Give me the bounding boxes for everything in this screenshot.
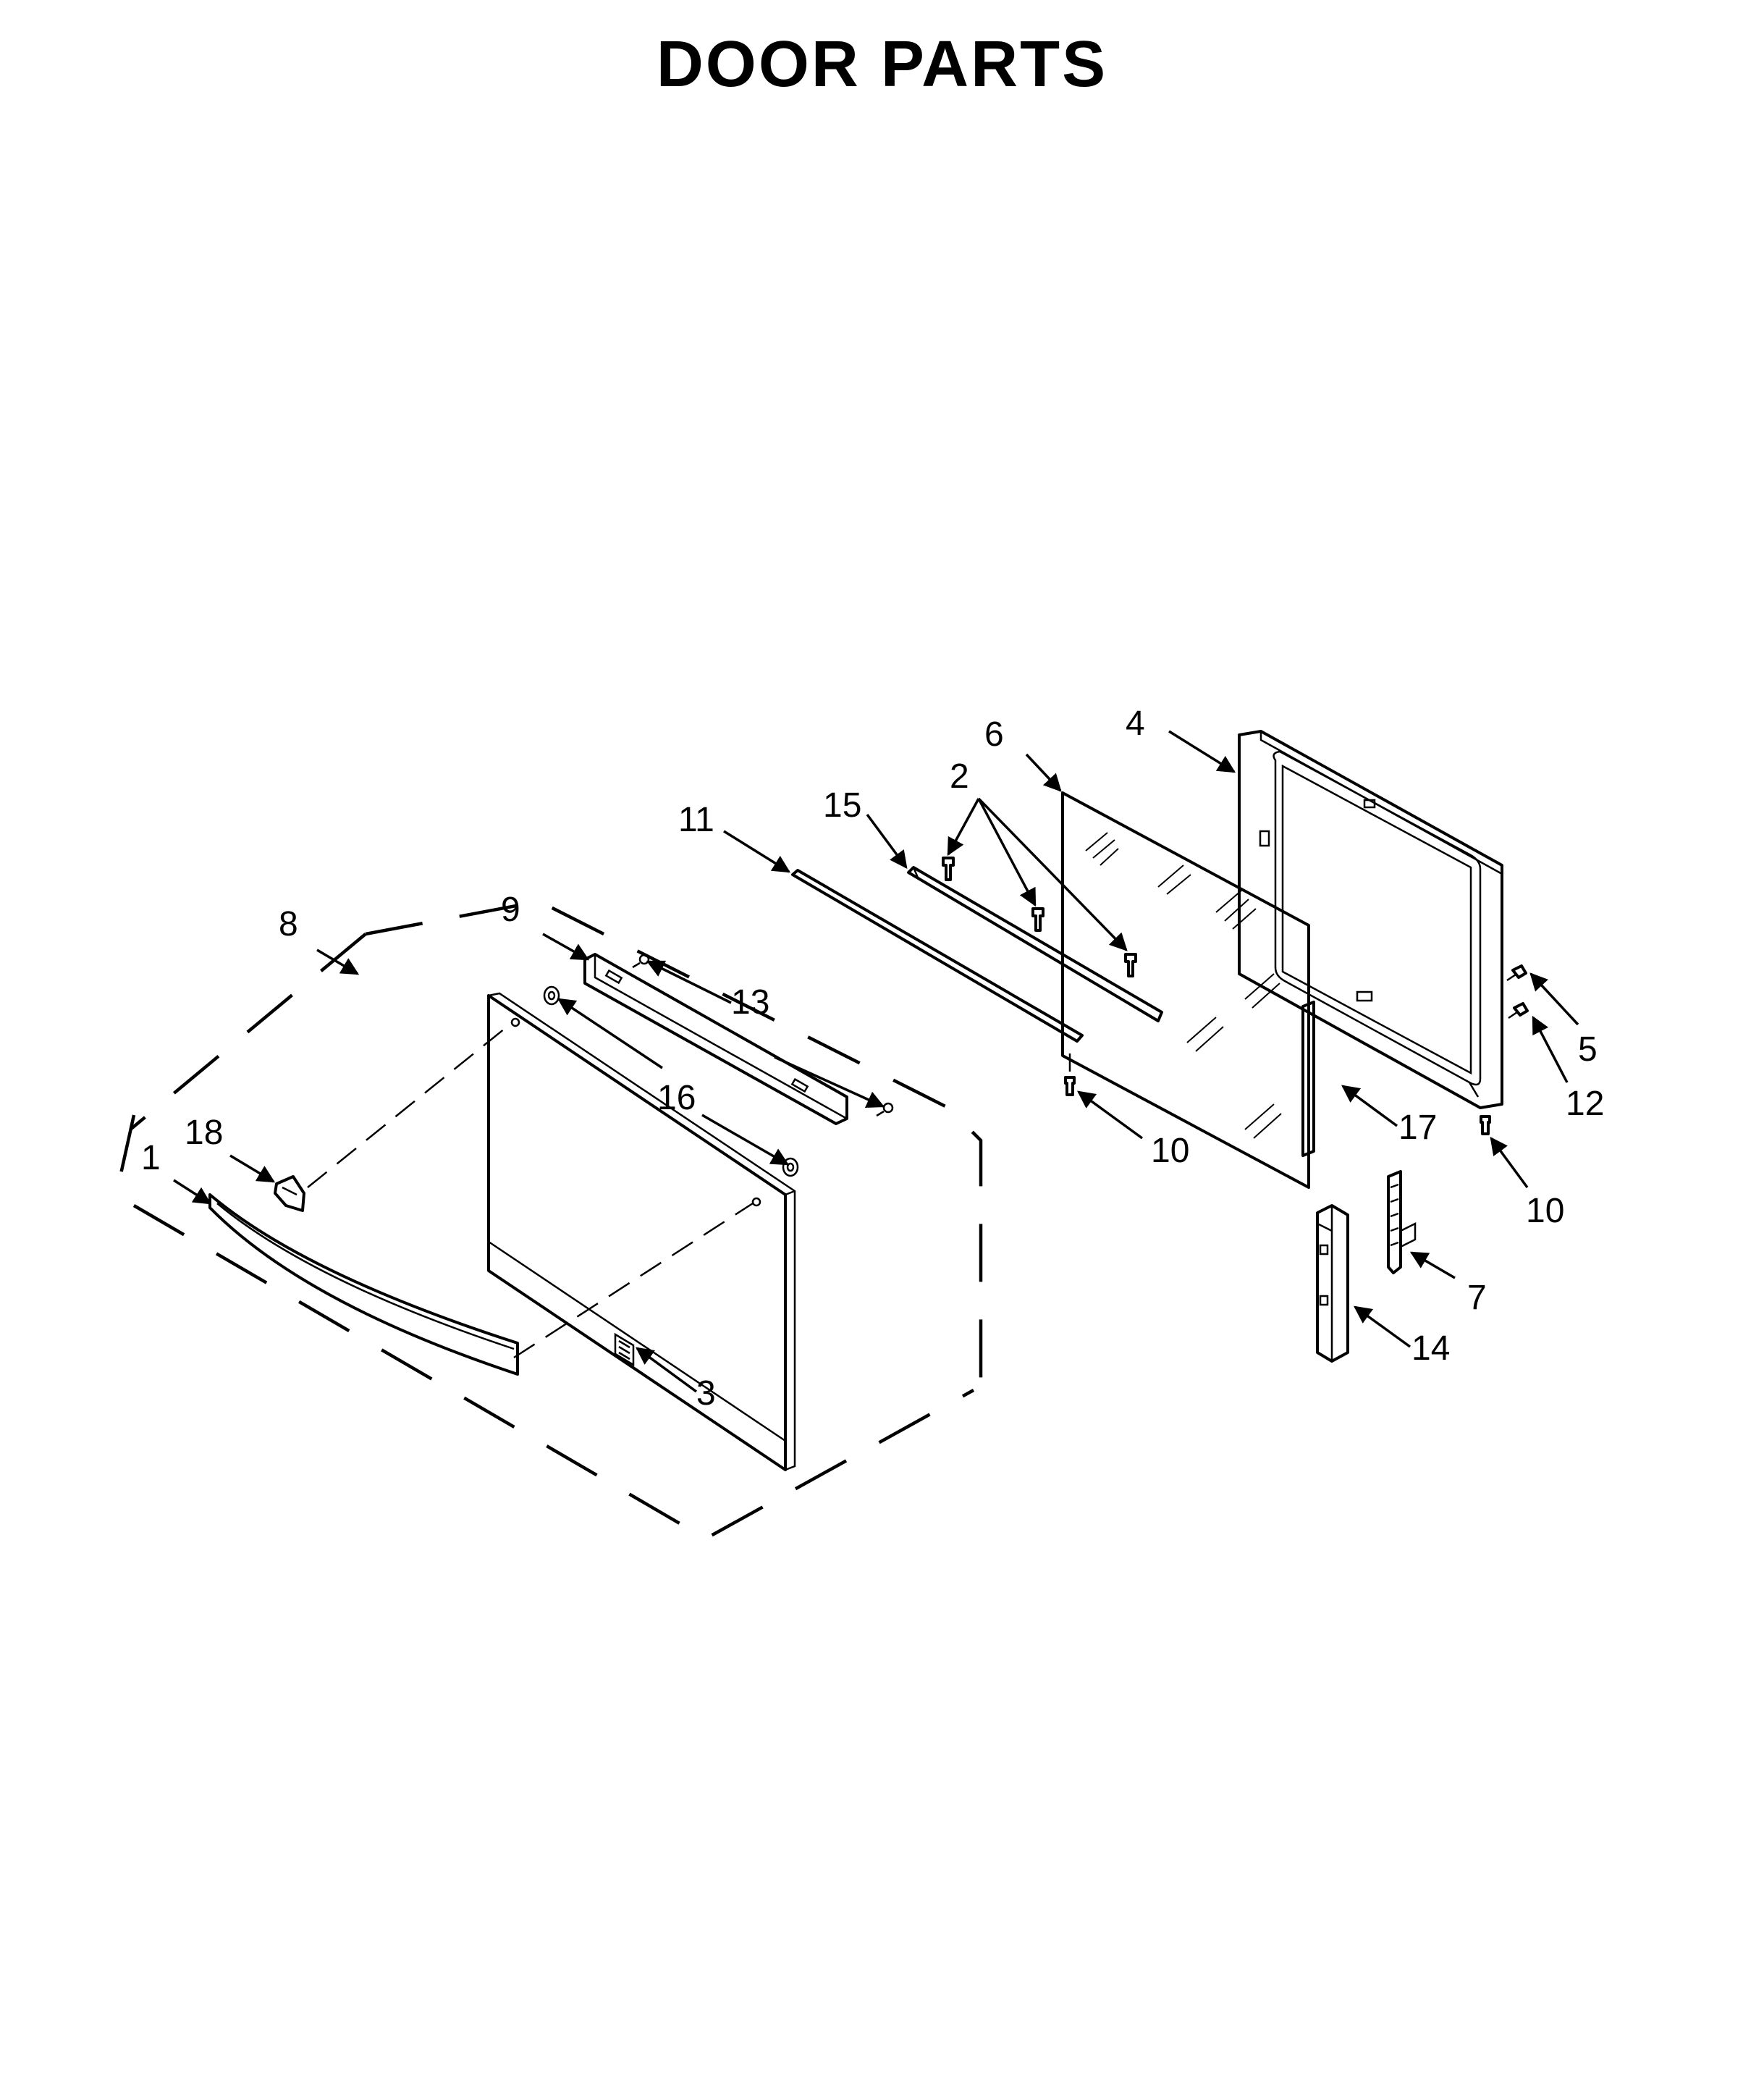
door-label-plate (614, 1332, 635, 1367)
bottom-screws (1064, 1053, 1491, 1135)
callout-10b: 10 (1526, 1192, 1564, 1230)
handle-end-cap (274, 1175, 305, 1212)
callout-1: 1 (141, 1139, 161, 1177)
hinge-channel (1316, 1204, 1349, 1363)
callout-16: 16 (657, 1079, 696, 1117)
callout-17: 17 (1398, 1109, 1437, 1147)
callout-4: 4 (1126, 704, 1145, 743)
callout-12: 12 (1566, 1085, 1604, 1123)
leader-lines (173, 730, 1579, 1393)
side-trim (1301, 1001, 1315, 1157)
callout-18: 18 (185, 1114, 223, 1152)
callout-5: 5 (1578, 1030, 1598, 1069)
door-glass (1061, 791, 1310, 1189)
callout-9: 9 (501, 891, 520, 929)
callout-6: 6 (984, 715, 1004, 754)
callout-7: 7 (1467, 1279, 1487, 1317)
callout-13: 13 (731, 983, 769, 1022)
retainer-screws (942, 857, 1137, 977)
page-title: DOOR PARTS (656, 28, 1108, 101)
callout-numbers: 1 2 3 4 5 6 7 8 9 10 10 11 12 13 14 15 1… (141, 704, 1604, 1413)
door-assembly-outline (117, 899, 983, 1541)
frame-screws (1506, 964, 1529, 1019)
callout-14: 14 (1411, 1329, 1450, 1368)
callout-8: 8 (279, 905, 298, 943)
washers (543, 985, 799, 1177)
callout-15: 15 (823, 786, 861, 825)
door-hinge (1387, 1170, 1417, 1274)
door-bracket (583, 953, 848, 1125)
callout-3: 3 (696, 1374, 716, 1413)
inner-door-frame (1238, 730, 1503, 1109)
callout-10a: 10 (1151, 1132, 1189, 1170)
door-handle (208, 1193, 519, 1376)
door-gasket-strip (791, 869, 1084, 1043)
inner-door-panel (487, 992, 796, 1471)
callout-11: 11 (678, 801, 714, 839)
alignment-lines (307, 1022, 754, 1359)
callout-2: 2 (950, 757, 969, 796)
glass-retainer (907, 866, 1163, 1022)
